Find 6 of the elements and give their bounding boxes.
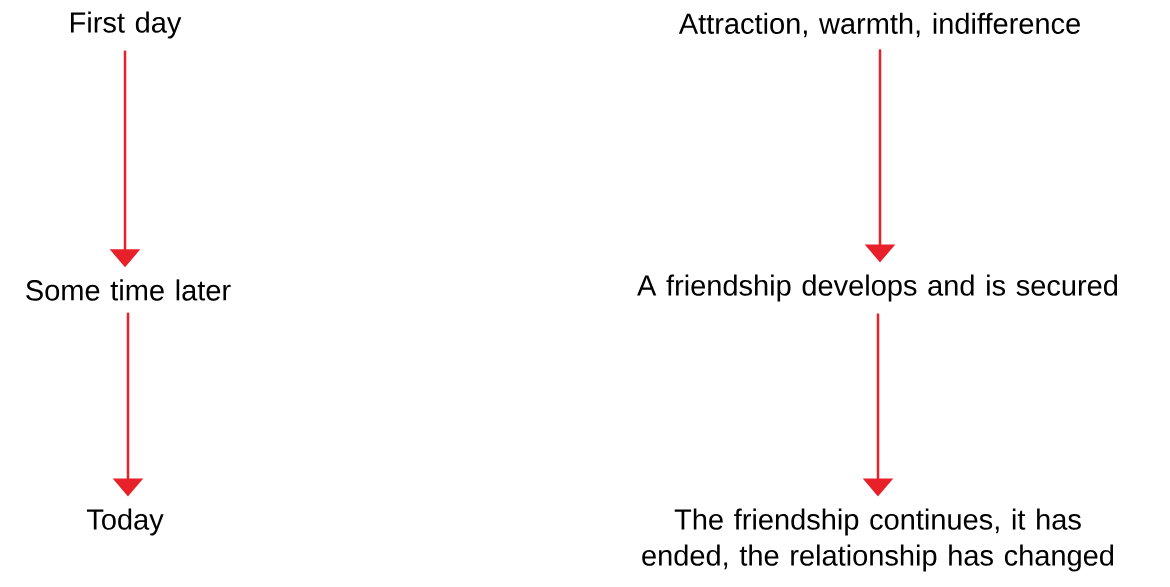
text-label: First day <box>71 11 182 39</box>
text-label: The friendship continues, it has ended, the relationship has changed <box>642 508 1114 572</box>
text-label: Some time later <box>26 279 231 301</box>
text-label: Today <box>86 508 164 536</box>
text-label: A friendship develops and is secured <box>637 274 1118 302</box>
text-label: Attraction, warmth, indifference <box>678 12 1080 38</box>
